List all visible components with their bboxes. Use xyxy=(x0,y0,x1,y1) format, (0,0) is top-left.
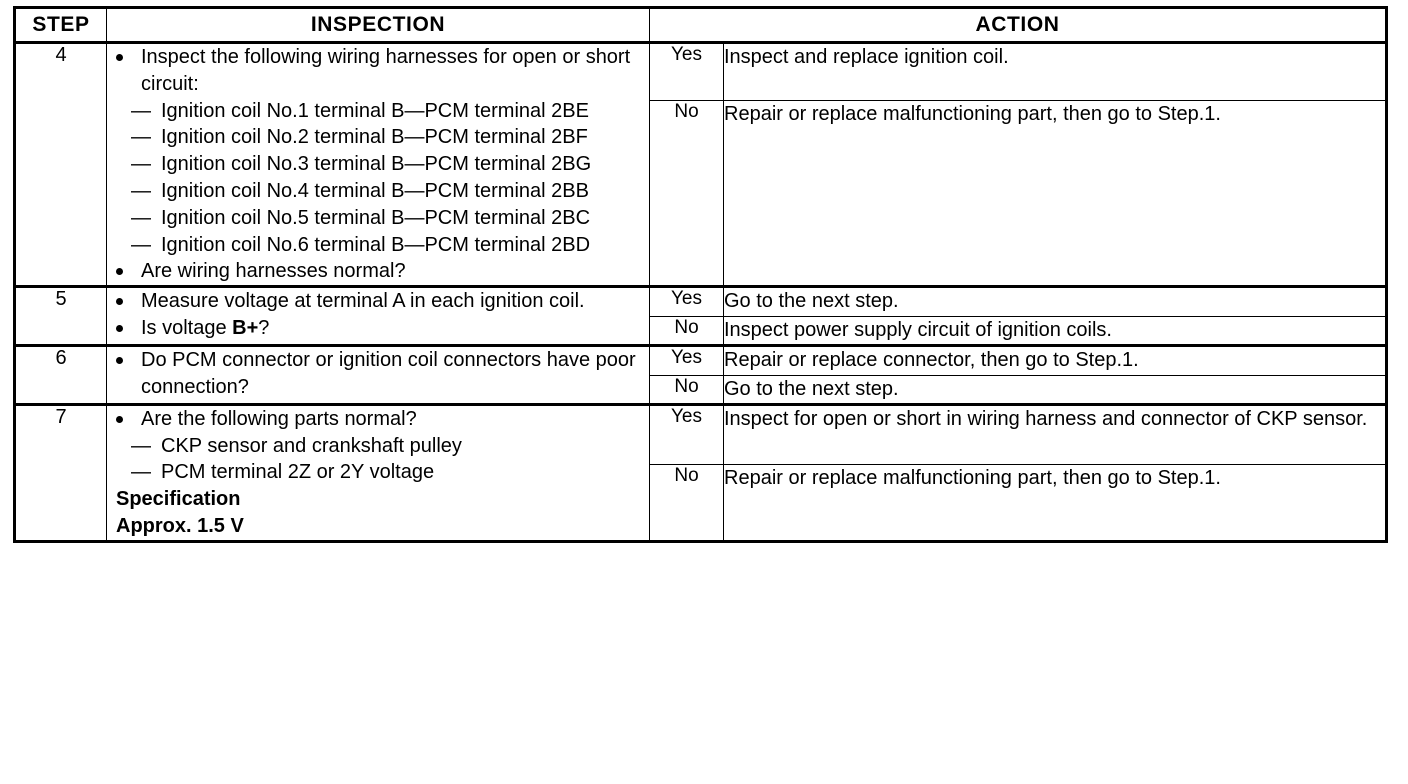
voltage-question-suffix: ? xyxy=(258,316,270,339)
inspection-cell-7: Are the following parts normal? CKP sens… xyxy=(106,402,650,542)
no-label-5: No xyxy=(649,316,724,346)
inspection-bullet-list-7: Are the following parts normal? CKP sens… xyxy=(107,406,649,486)
inspection-cell-6: Do PCM connector or ignition coil connec… xyxy=(106,343,650,405)
list-item: Ignition coil No.1 terminal B—PCM termin… xyxy=(131,98,649,125)
list-item: Inspect the following wiring harnesses f… xyxy=(107,44,649,98)
list-item: Ignition coil No.5 terminal B—PCM termin… xyxy=(131,205,649,232)
list-item: Ignition coil No.6 terminal B—PCM termin… xyxy=(131,232,649,259)
no-label-6: No xyxy=(649,374,724,405)
list-item: Measure voltage at terminal A in each ig… xyxy=(107,288,649,315)
specification-title: Specification xyxy=(116,488,241,511)
step-number-4: 4 xyxy=(14,40,107,288)
inspection-bullet-list-5: Measure voltage at terminal A in each ig… xyxy=(107,288,649,342)
list-item: PCM terminal 2Z or 2Y voltage xyxy=(131,459,649,486)
step-number-5: 5 xyxy=(14,285,107,346)
list-item: Ignition coil No.3 terminal B—PCM termin… xyxy=(131,151,649,178)
dash-list-wrapper-7: CKP sensor and crankshaft pulley PCM ter… xyxy=(107,433,649,487)
voltage-question-prefix: Is voltage xyxy=(141,316,233,339)
action-yes-4: Inspect and replace ignition coil. xyxy=(723,41,1387,101)
inspection-cell-4: Inspect the following wiring harnesses f… xyxy=(106,40,650,288)
table-row-step-7-yes: 7 Are the following parts normal? CKP se… xyxy=(14,402,1387,542)
action-no-5: Inspect power supply circuit of ignition… xyxy=(723,316,1387,346)
header-inspection: INSPECTION xyxy=(106,7,650,43)
specification-value: Approx. 1.5 V xyxy=(116,514,244,537)
yes-label-5: Yes xyxy=(649,285,724,318)
inspection-bullet-list-4: Inspect the following wiring harnesses f… xyxy=(107,44,649,285)
no-label-4: No xyxy=(649,99,724,288)
list-item: Are the following parts normal? xyxy=(107,406,649,433)
table-row-step-7-no: No Repair or replace malfunctioning part… xyxy=(15,463,1387,542)
diagnostic-step-table: STEP INSPECTION ACTION 4 Inspect the fol… xyxy=(13,6,1388,543)
table-row-step-6-no: No Go to the next step. xyxy=(15,374,1387,405)
inspection-bullet-list-6: Do PCM connector or ignition coil connec… xyxy=(107,347,649,401)
list-item: Ignition coil No.2 terminal B—PCM termin… xyxy=(131,124,649,151)
action-yes-7: Inspect for open or short in wiring harn… xyxy=(723,402,1387,465)
step-number-6: 6 xyxy=(14,343,107,405)
header-step: STEP xyxy=(14,7,107,43)
step-number-7: 7 xyxy=(14,402,107,542)
no-label-7: No xyxy=(649,463,724,542)
voltage-value: B+ xyxy=(232,316,259,339)
table-row-step-6-yes: 6 Do PCM connector or ignition coil conn… xyxy=(14,343,1387,405)
list-item: CKP sensor and crankshaft pulley xyxy=(131,433,649,460)
action-yes-5: Go to the next step. xyxy=(723,285,1387,318)
table-header-row: STEP INSPECTION ACTION xyxy=(14,7,1387,43)
table-row-step-4-no: No Repair or replace malfunctioning part… xyxy=(15,99,1387,288)
list-item: Is voltage B+? xyxy=(107,315,649,342)
yes-label-6: Yes xyxy=(649,343,724,376)
table-row-step-5-yes: 5 Measure voltage at terminal A in each … xyxy=(14,285,1387,346)
action-no-6: Go to the next step. xyxy=(723,374,1387,405)
list-item: Are wiring harnesses normal? xyxy=(107,258,649,285)
specification-block: Specification Approx. 1.5 V xyxy=(107,486,649,540)
table-row-step-5-no: No Inspect power supply circuit of ignit… xyxy=(15,316,1387,346)
inspection-cell-5: Measure voltage at terminal A in each ig… xyxy=(106,285,650,346)
header-action: ACTION xyxy=(649,7,1387,43)
yes-label-7: Yes xyxy=(649,402,724,465)
action-no-4: Repair or replace malfunctioning part, t… xyxy=(723,99,1387,288)
table-row-step-4-yes: 4 Inspect the following wiring harnesses… xyxy=(14,40,1387,288)
dash-list-7: CKP sensor and crankshaft pulley PCM ter… xyxy=(107,433,649,487)
yes-label-4: Yes xyxy=(649,41,724,101)
action-no-7: Repair or replace malfunctioning part, t… xyxy=(723,463,1387,542)
list-item: Do PCM connector or ignition coil connec… xyxy=(107,347,649,401)
dash-list-4: Ignition coil No.1 terminal B—PCM termin… xyxy=(107,98,649,259)
dash-list-wrapper-4: Ignition coil No.1 terminal B—PCM termin… xyxy=(107,98,649,259)
action-yes-6: Repair or replace connector, then go to … xyxy=(723,343,1387,376)
list-item: Ignition coil No.4 terminal B—PCM termin… xyxy=(131,178,649,205)
